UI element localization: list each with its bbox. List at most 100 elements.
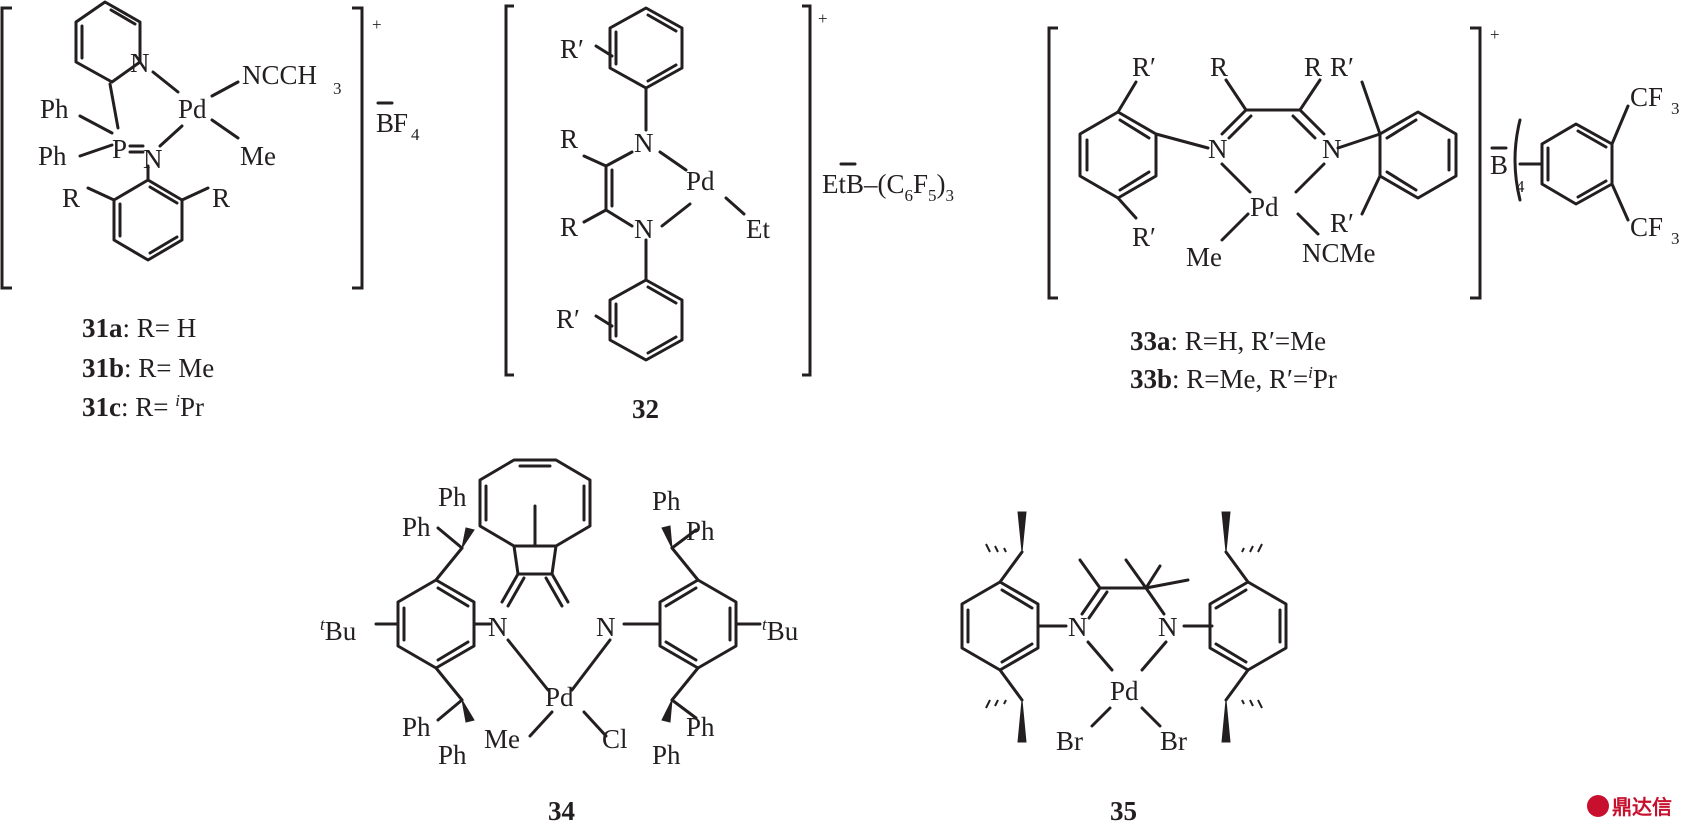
watermark-text: 鼎达信 bbox=[1612, 795, 1672, 819]
wedge-bond bbox=[1017, 699, 1027, 743]
charge-plus: + bbox=[1490, 25, 1500, 44]
atom-ph: Ph bbox=[686, 712, 715, 742]
atom-ph: Ph bbox=[402, 712, 431, 742]
atom-tbu: tBu bbox=[320, 615, 357, 646]
atom-tbu: tBu bbox=[762, 615, 799, 646]
acenaphthene-backbone bbox=[478, 458, 612, 738]
atom-et: Et bbox=[746, 214, 770, 244]
atom-pd: Pd bbox=[1110, 676, 1139, 706]
aryl-ring-right bbox=[1208, 550, 1288, 702]
aryl-ring bbox=[86, 178, 210, 262]
atom-pd: Pd bbox=[1250, 192, 1279, 222]
variant-33b-label: 33b: R=Me, R′=iPr bbox=[1130, 363, 1337, 394]
atom-br: Br bbox=[1160, 726, 1187, 756]
bonds-31 bbox=[78, 70, 240, 182]
wedge-bond bbox=[1221, 699, 1231, 743]
atom-rp: R′ bbox=[1330, 52, 1354, 82]
wedge-bond bbox=[1221, 511, 1231, 553]
atom-cl: Cl bbox=[602, 724, 628, 754]
atom-pd: Pd bbox=[178, 94, 207, 124]
atom-cf3: CF bbox=[1630, 82, 1663, 112]
bracket-left bbox=[504, 4, 514, 377]
atom-rp: R′ bbox=[560, 34, 584, 64]
anion-b: B bbox=[1490, 150, 1508, 180]
wedge-bond bbox=[461, 527, 475, 549]
svg-text:3: 3 bbox=[1671, 99, 1680, 118]
atom-ph: Ph bbox=[652, 740, 681, 770]
variant-31c-label: 31c: R= iPr bbox=[82, 391, 204, 422]
compound-34: N N Pd Me Cl tBu Ph Ph Ph Ph bbox=[320, 458, 799, 826]
atom-n: N bbox=[634, 128, 654, 158]
atom-n: N bbox=[1208, 134, 1228, 164]
atom-r: R bbox=[212, 183, 230, 213]
aryl-ring-right bbox=[622, 546, 762, 702]
aryl-ring-left bbox=[1078, 80, 1210, 220]
atom-n: N bbox=[1068, 612, 1088, 642]
atom-r: R bbox=[1304, 52, 1322, 82]
atom-rp: R′ bbox=[1132, 222, 1156, 252]
atom-ph: Ph bbox=[652, 486, 681, 516]
compound-33-variants: 33a: R=H, R′=Me 33b: R=Me, R′=iPr bbox=[1130, 326, 1337, 394]
svg-text:3: 3 bbox=[333, 79, 342, 98]
bracket-right bbox=[352, 6, 364, 290]
atom-r: R bbox=[62, 183, 80, 213]
atom-ncch3: NCCH bbox=[242, 60, 317, 90]
atom-n: N bbox=[1158, 612, 1178, 642]
watermark: 鼎达信 bbox=[1587, 795, 1672, 819]
anion-paren bbox=[1513, 118, 1522, 202]
aryl-ring-anion bbox=[1518, 104, 1630, 222]
atom-rp: R′ bbox=[556, 304, 580, 334]
atom-n: N bbox=[130, 48, 150, 78]
atom-ph: Ph bbox=[402, 512, 431, 542]
aryl-ring-right bbox=[1360, 80, 1458, 216]
atom-me: Me bbox=[484, 724, 520, 754]
compound-32: + R′ N N Pd Et R R R′ bbox=[504, 4, 954, 424]
svg-text:3: 3 bbox=[1671, 229, 1680, 248]
charge-plus: + bbox=[372, 15, 382, 34]
atom-r: R bbox=[1210, 52, 1228, 82]
variant-31b-label: 31b: R= Me bbox=[82, 353, 214, 383]
atom-r: R bbox=[560, 124, 578, 154]
atom-n: N bbox=[634, 214, 654, 244]
svg-text:4: 4 bbox=[1516, 177, 1525, 196]
atom-cf3: CF bbox=[1630, 212, 1663, 242]
atom-n: N bbox=[143, 144, 163, 174]
aryl-ring-top bbox=[594, 6, 684, 132]
compound-31: + N Pd NCCH 3 Me P N Ph Ph bbox=[0, 0, 420, 422]
wedge-bond bbox=[1017, 511, 1027, 553]
aryl-ring-left bbox=[960, 550, 1068, 702]
diimine-backbone bbox=[1220, 78, 1382, 242]
wedge-bond bbox=[661, 525, 673, 549]
compound-33: + R′ R′ N N R R Pd Me NCMe bbox=[1047, 25, 1680, 394]
atom-ph: Ph bbox=[438, 482, 467, 512]
atom-br: Br bbox=[1056, 726, 1083, 756]
aryl-ring-bottom bbox=[594, 278, 684, 362]
diimine-backbone bbox=[582, 150, 746, 282]
bracket-left bbox=[1047, 26, 1058, 300]
compound-31-variants: 31a: R= H 31b: R= Me 31c: R= iPr bbox=[82, 313, 214, 422]
diimine-backbone bbox=[1078, 558, 1214, 728]
atom-rp: R′ bbox=[1330, 208, 1354, 238]
bracket-right bbox=[802, 4, 812, 377]
wedge-bond bbox=[461, 699, 475, 723]
compound-number: 32 bbox=[632, 394, 659, 424]
atom-pd: Pd bbox=[686, 166, 715, 196]
hash-bond bbox=[985, 543, 1007, 553]
atom-ncme: NCMe bbox=[1302, 238, 1376, 268]
atom-me: Me bbox=[1186, 242, 1222, 272]
hash-bond bbox=[1241, 699, 1263, 709]
atom-pd: Pd bbox=[545, 682, 574, 712]
atom-rp: R′ bbox=[1132, 52, 1156, 82]
atom-ph: Ph bbox=[686, 516, 715, 546]
dingdaxin-logo-icon bbox=[1587, 795, 1609, 817]
aryl-ring-left bbox=[374, 546, 492, 702]
wedge-bond bbox=[661, 699, 673, 723]
pyridine-ring bbox=[74, 0, 142, 84]
atom-me: Me bbox=[240, 141, 276, 171]
compound-number: 35 bbox=[1110, 796, 1137, 826]
svg-text:4: 4 bbox=[411, 125, 420, 144]
variant-33a-label: 33a: R=H, R′=Me bbox=[1130, 326, 1326, 356]
bracket-right bbox=[1470, 26, 1482, 300]
atom-ph: Ph bbox=[40, 94, 69, 124]
